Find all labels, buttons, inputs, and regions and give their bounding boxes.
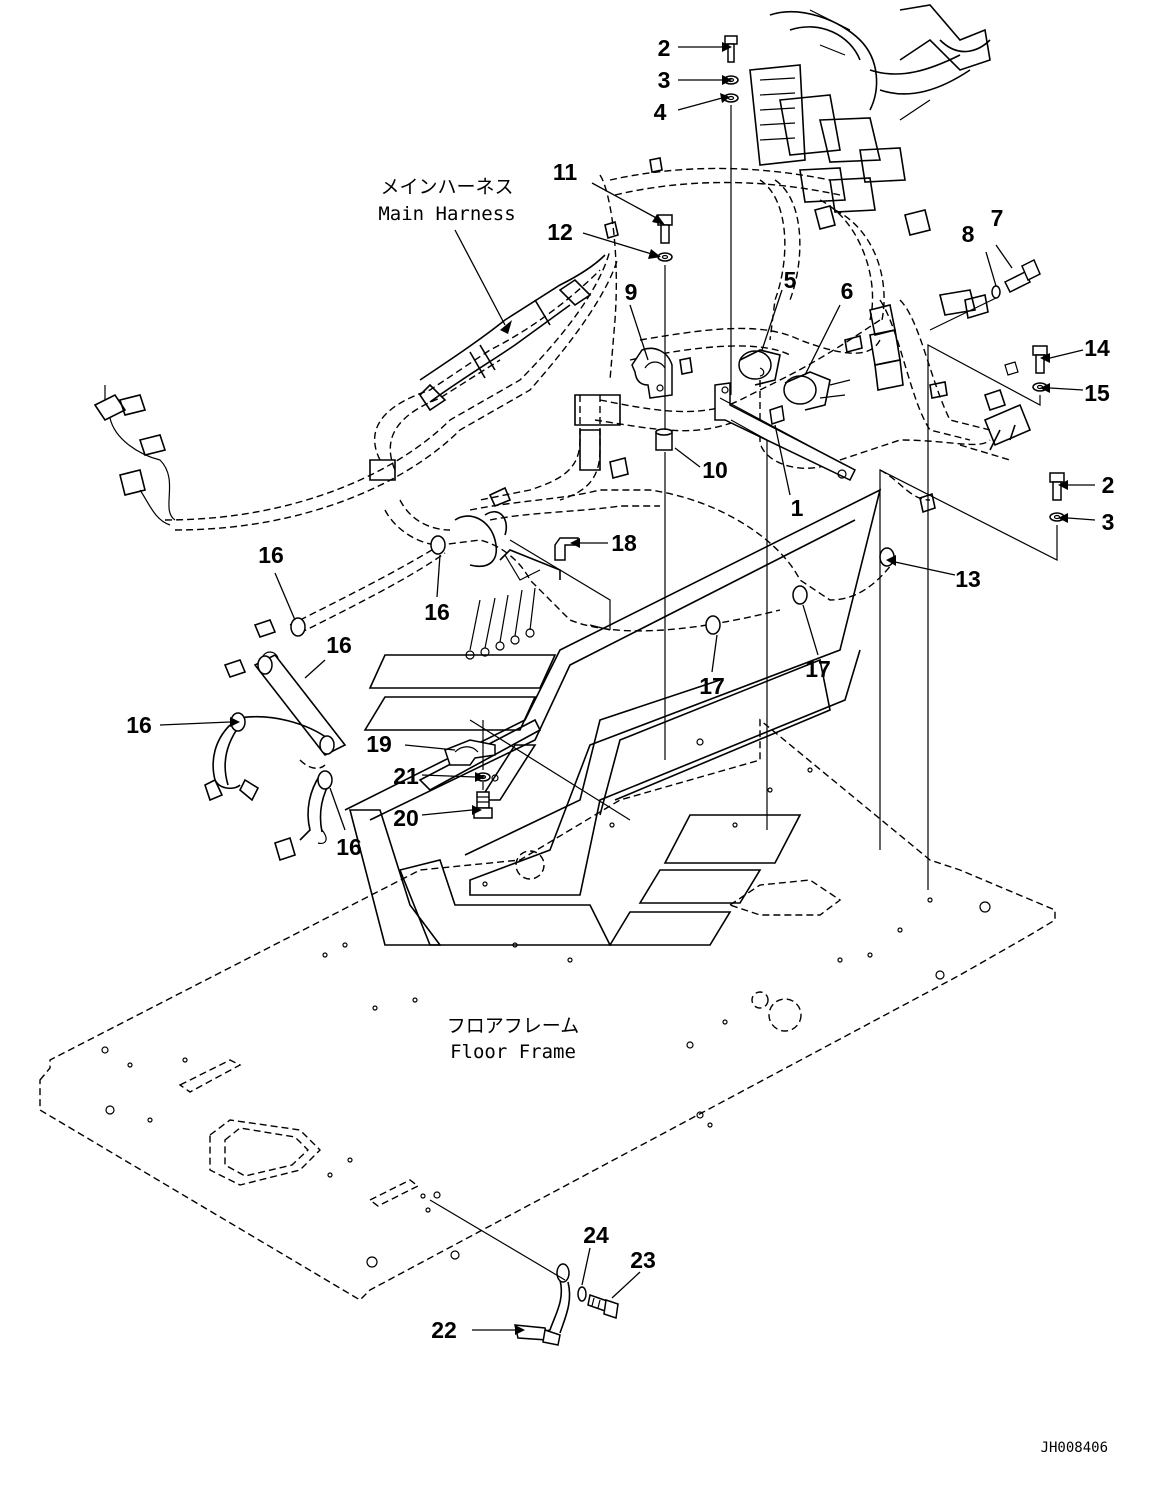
bolt-2-right [1049,472,1065,501]
floor-slot-1 [178,1059,242,1093]
floor-opening-left [209,1119,321,1186]
callout-16-b: 16 [424,599,450,625]
right-connectors [604,157,1032,514]
bolt-2-top [724,35,738,63]
clamps [230,535,895,790]
floor-hole-large [768,998,802,1032]
callout-16-a: 16 [258,542,284,568]
callout-22: 22 [431,1317,457,1343]
callout-10: 10 [702,457,728,483]
callout-17-a: 17 [699,673,725,699]
floor-frame-label-jp: フロアフレーム [447,1015,579,1037]
callout-4: 4 [654,99,667,125]
callout-14: 14 [1084,335,1110,361]
main-harness [164,167,1011,634]
drawing-code: JH008406 [1041,1440,1108,1456]
callout-6: 6 [841,278,854,304]
harness-bundles [369,254,621,567]
callout-9: 9 [625,279,638,305]
callout-3-top: 3 [658,67,671,93]
callout-20: 20 [393,805,419,831]
callout-1: 1 [791,495,804,521]
clamp-9 [631,347,673,399]
callout-12: 12 [547,219,573,245]
callout-16-c: 16 [326,632,352,658]
callout-24: 24 [583,1222,609,1248]
bracket-1 [714,382,857,481]
bolt-7 [1003,258,1041,294]
floor-frame-label-en: Floor Frame [450,1041,576,1063]
callout-5: 5 [784,267,797,293]
callout-23: 23 [630,1247,656,1273]
callout-2-right: 2 [1102,472,1115,498]
arrowheads [230,42,1068,1335]
bolt-23 [587,1294,619,1319]
bolt-14 [1032,345,1048,374]
floor-mats [344,488,882,946]
center-lines [429,105,1058,1281]
floor-slot-2 [368,1179,420,1207]
callout-numbers: 2 3 4 11 12 9 5 6 8 7 14 15 10 1 2 3 18 … [126,35,1114,1343]
main-harness-leader [454,229,506,326]
callout-15: 15 [1084,380,1110,406]
floor-frame [39,718,1056,1301]
callout-18: 18 [611,530,637,556]
clamp-19 [444,739,496,766]
callout-21: 21 [393,763,419,789]
capacitor-6 [783,371,851,411]
callout-16-d: 16 [126,712,152,738]
callout-17-b: 17 [805,656,831,682]
callout-7: 7 [991,205,1004,231]
floor-opening-right [728,879,842,916]
ground-terminals [465,539,611,660]
callout-13: 13 [955,566,981,592]
washer-24 [577,1286,587,1302]
ground-cable-22 [514,1263,571,1346]
left-connectors [93,385,176,526]
callout-3-right: 3 [1102,509,1115,535]
callout-8: 8 [962,221,975,247]
callout-11: 11 [553,159,578,185]
capacitor-5 [738,349,781,386]
fuse-box [749,4,991,320]
bolt-20 [473,791,493,819]
main-harness-label-en: Main Harness [378,203,515,225]
leader-lines [159,46,1096,1331]
callout-2-top: 2 [658,35,671,61]
washer-8 [991,285,1001,299]
callout-19: 19 [366,731,392,757]
callout-16-e: 16 [336,834,362,860]
title-labels: メインハーネス Main Harness フロアフレーム Floor Frame… [378,176,1108,1456]
spacer-10 [655,428,673,451]
main-harness-label-jp: メインハーネス [380,176,513,198]
lower-left-harness [204,619,347,862]
